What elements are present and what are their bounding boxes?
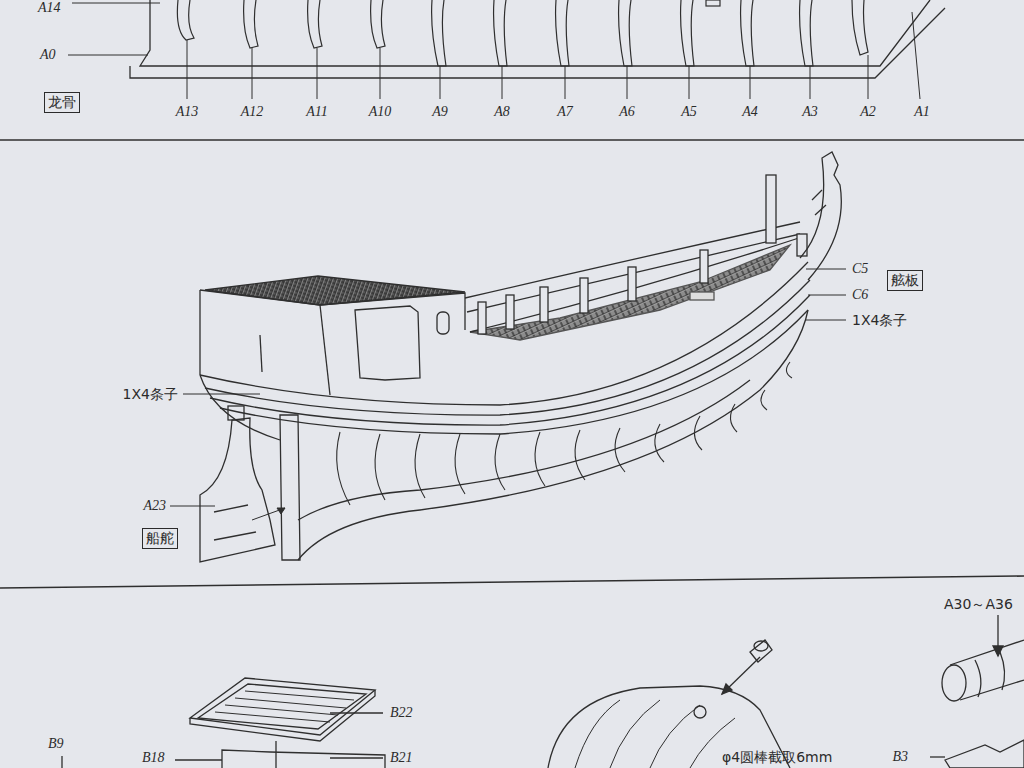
callout-label: C6 [852, 287, 868, 303]
callout-label: A12 [241, 104, 264, 120]
callout-label: B3 [892, 749, 908, 765]
callout-label: B22 [390, 705, 413, 721]
callout-label: A5 [681, 104, 697, 120]
callout-label: A0 [40, 47, 56, 63]
heading-text: 船舵 [146, 530, 174, 546]
callout-label: B18 [142, 750, 165, 766]
callout-label: 1X4条子 [123, 386, 178, 402]
callout-label: A6 [619, 104, 635, 120]
callout-label: A4 [742, 104, 758, 120]
callout-label: A10 [369, 104, 392, 120]
callout-label: 1X4条子 [852, 312, 907, 328]
callout-label: A14 [38, 0, 61, 16]
callout-label: A1 [914, 104, 930, 120]
callout-label: A9 [432, 104, 448, 120]
callout-label: A13 [176, 104, 199, 120]
callout-label: A8 [494, 104, 510, 120]
callout-label: B21 [390, 750, 413, 766]
callout-label: A7 [557, 104, 573, 120]
callout-label: A11 [306, 104, 328, 120]
callout-label: C5 [852, 261, 868, 277]
boxed-heading: 龙骨 [44, 92, 80, 113]
heading-text: 舷板 [891, 272, 919, 288]
callout-label: A30～A36 [944, 596, 1013, 612]
callout-label: φ4圆棒截取6mm [722, 749, 832, 765]
boxed-heading: 舷板 [887, 270, 923, 291]
callout-label: A23 [143, 498, 166, 514]
callout-label: B9 [48, 736, 64, 752]
heading-text: 龙骨 [48, 94, 76, 110]
boxed-heading: 船舵 [142, 528, 178, 549]
callout-label: A2 [860, 104, 876, 120]
callout-label: A3 [802, 104, 818, 120]
